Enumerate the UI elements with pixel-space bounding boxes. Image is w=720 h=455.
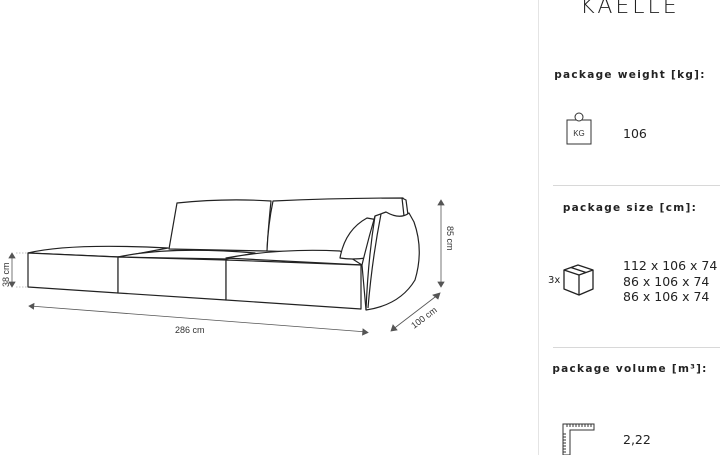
divider — [538, 0, 539, 455]
seat-height-label: 38 cm — [1, 262, 11, 287]
weight-kg-icon: KG — [566, 112, 592, 145]
weight-heading: package weight [kg]: — [554, 69, 706, 81]
svg-text:KG: KG — [573, 129, 585, 138]
seat-front-left — [27, 252, 119, 294]
divider — [553, 185, 720, 186]
box-icon — [563, 264, 594, 296]
divider — [553, 347, 720, 348]
package-size: 86 x 106 x 74 — [623, 289, 710, 304]
package-size-list: 112 x 106 x 74 86 x 106 x 74 86 x 106 x … — [623, 258, 717, 305]
depth-label: 100 cm — [409, 305, 439, 331]
back-cushion-left — [168, 199, 272, 252]
ruler-icon — [562, 423, 595, 455]
volume-value: 2,22 — [623, 432, 651, 447]
package-count: 3x — [548, 275, 561, 286]
seat-front-middle — [117, 256, 227, 301]
package-size: 112 x 106 x 74 — [623, 258, 718, 273]
width-label: 286 cm — [175, 325, 205, 335]
size-heading: package size [cm]: — [562, 202, 698, 214]
total-height-label: 85 cm — [445, 226, 455, 251]
volume-heading: package volume [m³]: — [552, 363, 708, 375]
package-size: 86 x 106 x 74 — [623, 273, 710, 289]
sofa-drawing: 38 cm 85 cm 286 cm 100 cm — [1, 197, 455, 336]
weight-value: 106 — [623, 126, 647, 141]
product-title: KAELLE — [580, 0, 680, 19]
seat-front-right — [225, 259, 362, 310]
